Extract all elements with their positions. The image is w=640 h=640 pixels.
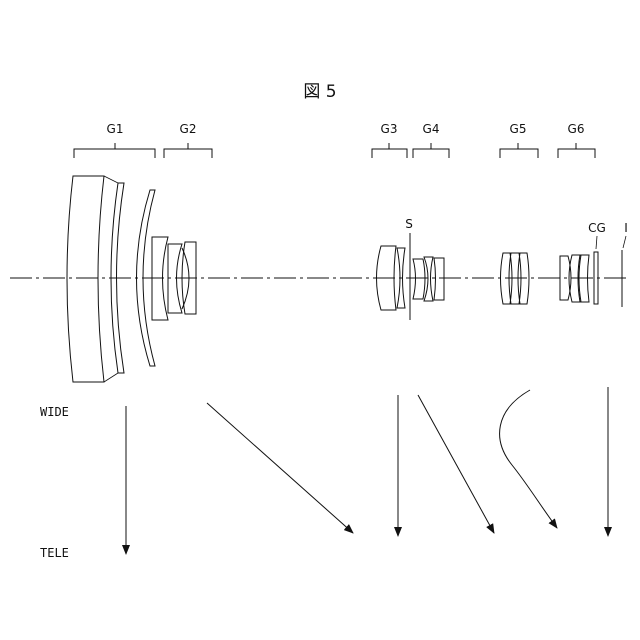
- group-label-g2: G2: [180, 122, 197, 136]
- cover-glass-leader: [596, 236, 597, 249]
- g5-movement-arrow: [500, 390, 557, 528]
- group-brace-g3: [372, 143, 407, 158]
- g4-movement-arrow: [418, 395, 494, 533]
- group-label-g5: G5: [510, 122, 527, 136]
- image-plane-leader: [623, 236, 626, 248]
- group-brace-g6: [558, 143, 595, 158]
- lens-group-g4: [413, 257, 444, 301]
- group-label-g3: G3: [381, 122, 398, 136]
- figure-title: 図 5: [303, 82, 336, 102]
- group-brace-g5: [500, 143, 538, 158]
- group-brace-g4: [413, 143, 449, 158]
- cover-glass-label: CG: [588, 221, 606, 235]
- group-label-g4: G4: [423, 122, 440, 136]
- group-label-g6: G6: [568, 122, 585, 136]
- group-brace-g2: [164, 143, 212, 158]
- group-label-g1: G1: [107, 122, 124, 136]
- tele-label: TELE: [40, 546, 69, 560]
- image-plane-label: I: [624, 221, 628, 235]
- stop-label: S: [405, 217, 413, 231]
- lens-group-g1: [67, 176, 155, 382]
- group-brace-g1: [74, 143, 155, 158]
- g2-movement-arrow: [207, 403, 353, 533]
- wide-label: WIDE: [40, 405, 69, 419]
